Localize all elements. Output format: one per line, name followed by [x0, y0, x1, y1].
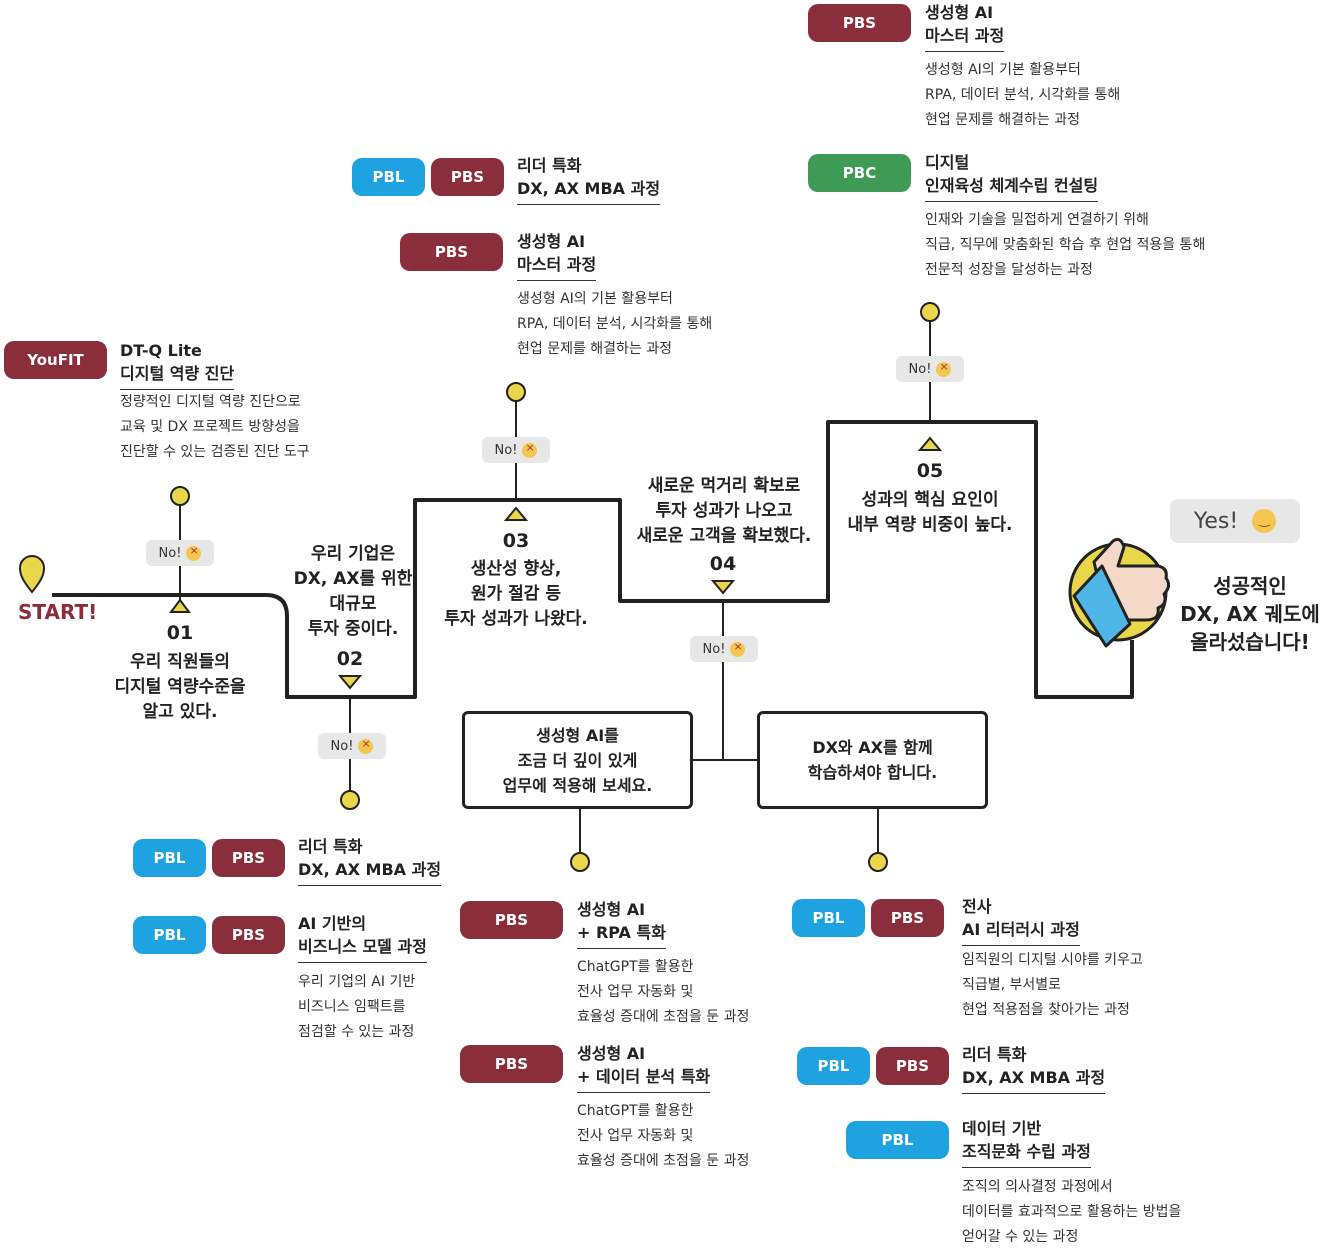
- yes-text: Yes!: [1193, 508, 1239, 534]
- program-desc-genai-master-top: 생성형 AI의 기본 활용부터 RPA, 데이터 분석, 시각화를 통해 현업 …: [925, 62, 1121, 128]
- smile-face-icon: ‿: [1252, 509, 1277, 533]
- program-title-leader-mba-top: 리더 특화 DX, AX MBA 과정: [517, 154, 661, 205]
- step-05-number: 05: [916, 460, 944, 482]
- no-bubble-02: No!: [318, 733, 386, 759]
- program-desc-ai-business-model: 우리 기업의 AI 기반 비즈니스 임팩트를 점검할 수 있는 과정: [298, 974, 416, 1040]
- sad-face-icon: [358, 737, 374, 754]
- sad-face-icon: [730, 640, 746, 657]
- program-title-data-culture: 데이터 기반 조직문화 수립 과정: [962, 1117, 1091, 1168]
- pbs-badge[interactable]: PBS: [871, 899, 944, 937]
- step-01-text: 우리 직원들의 디지털 역량수준을 알고 있다.: [114, 652, 246, 722]
- pbs-badge[interactable]: PBS: [400, 233, 503, 271]
- node-05: [920, 302, 940, 322]
- triangle-01: [169, 598, 191, 613]
- pbc-badge[interactable]: PBC: [808, 154, 911, 192]
- yes-bubble: Yes! ‿: [1170, 499, 1300, 543]
- pbl-badge[interactable]: PBL: [352, 158, 425, 196]
- program-title-genai-rpa: 생성형 AI + RPA 특화: [577, 898, 666, 949]
- sad-face-icon: [522, 441, 538, 458]
- node-left-box: [570, 852, 590, 872]
- step-02-number: 02: [336, 648, 364, 670]
- program-title-genai-master-top: 생성형 AI 마스터 과정: [925, 1, 1005, 52]
- pbs-badge[interactable]: PBS: [460, 901, 563, 939]
- main-path: [52, 420, 1134, 699]
- no-text: No!: [702, 641, 726, 657]
- success-text: 성공적인 DX, AX 궤도에 올라섰습니다!: [1180, 574, 1320, 654]
- triangle-03: [503, 506, 529, 521]
- no-bubble-01: No!: [146, 540, 214, 566]
- triangle-02: [337, 675, 363, 690]
- program-desc-genai-rpa: ChatGPT를 활용한 전사 업무 자동화 및 효율성 증대에 초점을 둔 과…: [577, 959, 750, 1025]
- pbs-badge[interactable]: PBS: [212, 916, 285, 954]
- program-title-talent-consulting: 디지털 인재육성 체계수립 컨설팅: [925, 151, 1099, 202]
- start-pin-icon: [18, 555, 46, 594]
- pbs-badge[interactable]: PBS: [460, 1045, 563, 1083]
- thumbs-up-icon: [1068, 537, 1171, 648]
- no-text: No!: [158, 545, 182, 561]
- sad-face-icon: [186, 544, 202, 561]
- advice-box-left: 생성형 AI를 조금 더 깊이 있게 업무에 적용해 보세요.: [462, 711, 693, 809]
- advice-right-text: DX와 AX를 함께 학습하셔야 합니다.: [807, 738, 938, 782]
- node-01: [170, 486, 190, 506]
- step-03-number: 03: [502, 530, 530, 552]
- pbs-badge[interactable]: PBS: [212, 839, 285, 877]
- pbl-badge[interactable]: PBL: [797, 1047, 870, 1085]
- step-04-number: 04: [709, 553, 737, 575]
- triangle-04: [710, 580, 736, 595]
- no-text: No!: [494, 442, 518, 458]
- triangle-05: [917, 436, 943, 451]
- no-bubble-03: No!: [482, 437, 550, 463]
- advice-box-right: DX와 AX를 함께 학습하셔야 합니다.: [757, 711, 988, 809]
- program-title-dtq: DT-Q Lite 디지털 역량 진단: [120, 339, 235, 390]
- program-title-genai-master-mid: 생성형 AI 마스터 과정: [517, 230, 597, 281]
- pbl-badge[interactable]: PBL: [133, 916, 206, 954]
- start-label: START!: [18, 600, 98, 624]
- program-title-leader-mba-right: 리더 특화 DX, AX MBA 과정: [962, 1043, 1106, 1094]
- program-desc-genai-master-mid: 생성형 AI의 기본 활용부터 RPA, 데이터 분석, 시각화를 통해 현업 …: [517, 291, 713, 357]
- program-title-genai-data: 생성형 AI + 데이터 분석 특화: [577, 1042, 711, 1093]
- program-desc-ai-literacy: 임직원의 디지털 시야를 키우고 직급별, 부서별로 현업 적용점을 찾아가는 …: [962, 952, 1143, 1018]
- pbl-badge[interactable]: PBL: [792, 899, 865, 937]
- sad-face-icon: [936, 360, 952, 377]
- no-text: No!: [330, 738, 354, 754]
- step-04-text: 새로운 먹거리 확보로 투자 성과가 나오고 새로운 고객을 확보했다.: [636, 476, 812, 546]
- step-03-text: 생산성 향상, 원가 절감 등 투자 성과가 나왔다.: [444, 559, 588, 629]
- program-desc-talent-consulting: 인재와 기술을 밀접하게 연결하기 위해 직급, 직무에 맞춤화된 학습 후 현…: [925, 212, 1206, 278]
- step-02-text: 우리 기업은 DX, AX를 위한 대규모 투자 중이다.: [293, 544, 413, 639]
- pbs-badge[interactable]: PBS: [431, 158, 504, 196]
- node-02: [340, 790, 360, 810]
- node-right-box: [868, 852, 888, 872]
- no-bubble-04: No!: [690, 636, 758, 662]
- step-01-number: 01: [166, 622, 194, 644]
- program-desc-data-culture: 조직의 의사결정 과정에서 데이터를 효과적으로 활용하는 방법을 얻어갈 수 …: [962, 1179, 1182, 1245]
- pbl-badge[interactable]: PBL: [133, 839, 206, 877]
- node-03: [506, 382, 526, 402]
- step-05-text: 성과의 핵심 요인이 내부 역량 비중이 높다.: [847, 490, 1013, 535]
- advice-left-text: 생성형 AI를 조금 더 깊이 있게 업무에 적용해 보세요.: [502, 725, 653, 795]
- youfit-badge[interactable]: YouFIT: [4, 341, 107, 379]
- program-title-ai-literacy: 전사 AI 리터러시 과정: [962, 895, 1080, 946]
- pbs-badge[interactable]: PBS: [808, 4, 911, 42]
- program-title-ai-business-model: AI 기반의 비즈니스 모델 과정: [298, 912, 427, 963]
- program-desc-genai-data: ChatGPT를 활용한 전사 업무 자동화 및 효율성 증대에 초점을 둔 과…: [577, 1103, 750, 1169]
- pbl-badge[interactable]: PBL: [846, 1121, 949, 1159]
- no-text: No!: [908, 361, 932, 377]
- no-bubble-05: No!: [896, 356, 964, 382]
- program-title-leader-mba-bottom: 리더 특화 DX, AX MBA 과정: [298, 835, 442, 886]
- program-desc-dtq: 정량적인 디지털 역량 진단으로 교육 및 DX 프로젝트 방향성을 진단할 수…: [120, 394, 310, 460]
- pbs-badge[interactable]: PBS: [876, 1047, 949, 1085]
